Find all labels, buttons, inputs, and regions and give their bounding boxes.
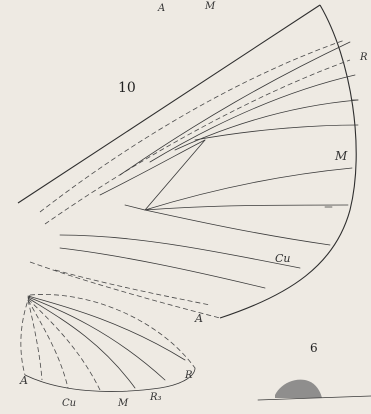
fragment-shape bbox=[275, 380, 322, 398]
hindwing: A Cu M R₃ R bbox=[19, 294, 195, 409]
forewing-radial-vein-2 bbox=[150, 75, 355, 162]
forewing-label-radius: R bbox=[359, 52, 368, 63]
forewing-media-3 bbox=[145, 210, 330, 245]
hindwing-outer-margin bbox=[25, 368, 195, 392]
hindwing-inner-margin bbox=[21, 295, 30, 375]
forewing-cell-upper bbox=[100, 140, 205, 195]
forewing-costal-margin bbox=[18, 5, 320, 203]
hindwing-costa bbox=[30, 294, 195, 368]
top-fragment-right: M bbox=[204, 1, 216, 12]
forewing-radial-vein-4 bbox=[195, 125, 358, 140]
forewing-media-2 bbox=[145, 205, 348, 210]
fragment-figure-6 bbox=[258, 380, 371, 400]
figure-number-10: 10 bbox=[118, 80, 136, 96]
hindwing-label-radius: R bbox=[184, 370, 193, 381]
figure-number-6: 6 bbox=[310, 341, 318, 355]
forewing-label-media: M bbox=[334, 149, 348, 163]
forewing-cubitus-1 bbox=[60, 235, 300, 268]
forewing-anal-1 bbox=[55, 270, 210, 305]
hindwing-vein-3 bbox=[28, 298, 135, 388]
hindwing-vein-1 bbox=[28, 296, 185, 360]
hindwing-label-anal: A bbox=[19, 374, 28, 387]
hindwing-vein-5 bbox=[28, 300, 68, 388]
forewing-inner-margin bbox=[30, 262, 220, 318]
hindwing-label-radius-branch: R₃ bbox=[149, 392, 162, 403]
forewing-discal-crossvein bbox=[125, 140, 205, 210]
forewing-radius-dashed bbox=[45, 60, 350, 224]
top-fragment-left: A bbox=[157, 3, 165, 14]
hindwing-label-cubitus: Cu bbox=[62, 398, 76, 409]
forewing: R M Cu A bbox=[18, 5, 368, 325]
forewing-subcosta bbox=[40, 40, 345, 212]
forewing-label-anal: A bbox=[194, 312, 203, 325]
hindwing-vein-6 bbox=[28, 300, 42, 380]
hindwing-label-media: M bbox=[117, 398, 129, 409]
forewing-label-cubitus: Cu bbox=[275, 252, 291, 265]
hindwing-vein-2 bbox=[28, 297, 165, 380]
forewing-radial-vein-1 bbox=[120, 42, 350, 175]
